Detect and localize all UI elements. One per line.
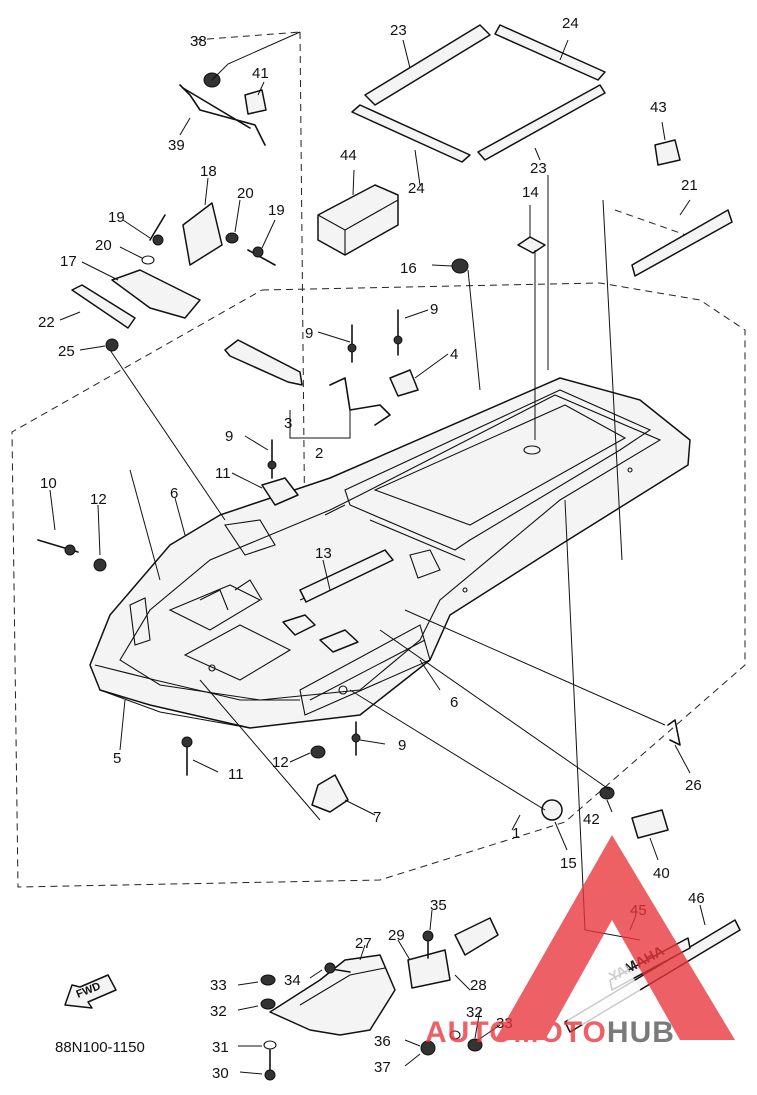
callout-44: 44 bbox=[340, 147, 357, 164]
callout-21: 21 bbox=[681, 177, 698, 194]
callout-3: 3 bbox=[284, 415, 292, 432]
callout-43: 43 bbox=[650, 99, 667, 116]
callout-36: 36 bbox=[374, 1033, 391, 1050]
callout-39: 39 bbox=[168, 137, 185, 154]
callout-9c: 9 bbox=[225, 428, 233, 445]
callout-2: 2 bbox=[315, 445, 323, 462]
drawing-code: 88N100-1150 bbox=[55, 1039, 145, 1056]
callout-30: 30 bbox=[212, 1065, 229, 1082]
callout-24a: 24 bbox=[562, 15, 579, 32]
callout-38: 38 bbox=[190, 33, 207, 50]
callout-15: 15 bbox=[560, 855, 577, 872]
watermark-text-moto: MOTO bbox=[513, 1016, 606, 1049]
watermark-text: AUTOMOTOHUB bbox=[425, 1016, 675, 1049]
callout-6b: 6 bbox=[450, 694, 458, 711]
callout-8: 11 bbox=[215, 465, 231, 482]
bracket-assembly bbox=[260, 917, 499, 1081]
callout-19b: 19 bbox=[108, 209, 125, 226]
callout-9a: 9 bbox=[305, 325, 313, 342]
tool-bag bbox=[317, 184, 399, 256]
small-parts bbox=[37, 72, 733, 839]
callout-35: 35 bbox=[430, 897, 447, 914]
callout-29: 29 bbox=[388, 927, 405, 944]
callout-28: 28 bbox=[470, 977, 487, 994]
callout-17: 17 bbox=[60, 253, 77, 270]
callout-46: 46 bbox=[688, 890, 705, 907]
callout-labels: 38 41 39 18 20 19 19 20 17 22 25 23 24 2… bbox=[38, 15, 705, 1082]
callout-26: 26 bbox=[685, 777, 702, 794]
callout-12b: 12 bbox=[272, 754, 289, 771]
callout-31: 31 bbox=[212, 1039, 229, 1056]
callout-7: 7 bbox=[373, 809, 381, 826]
callout-32b: 32 bbox=[466, 1004, 483, 1021]
seat-pads bbox=[351, 24, 606, 163]
callout-32a: 32 bbox=[210, 1003, 227, 1020]
callout-27: 27 bbox=[355, 935, 372, 952]
callout-20a: 20 bbox=[237, 185, 254, 202]
watermark-text-auto: AUTO bbox=[425, 1016, 513, 1049]
callout-9d: 9 bbox=[398, 737, 406, 754]
callout-4: 4 bbox=[450, 346, 458, 363]
callout-37: 37 bbox=[374, 1059, 391, 1076]
leader-lines bbox=[49, 31, 706, 1075]
callout-41: 40 bbox=[653, 865, 670, 882]
callout-18: 18 bbox=[200, 163, 217, 180]
watermark: AUTOMOTOHUB bbox=[425, 835, 735, 1049]
hull-assembly bbox=[89, 377, 691, 729]
callout-13: 13 bbox=[315, 545, 332, 562]
callout-19a: 19 bbox=[268, 202, 285, 219]
callout-1: 1 bbox=[512, 825, 520, 842]
callout-33a: 33 bbox=[210, 977, 227, 994]
callout-42: 42 bbox=[583, 811, 600, 828]
callout-20b: 20 bbox=[95, 237, 112, 254]
callout-12a: 12 bbox=[90, 491, 107, 508]
callout-10: 10 bbox=[40, 475, 57, 492]
callout-11: 11 bbox=[228, 766, 244, 783]
callout-5: 5 bbox=[113, 750, 121, 767]
callout-24b: 24 bbox=[408, 180, 425, 197]
callout-40: 41 bbox=[252, 65, 269, 82]
fwd-arrow: FWD bbox=[64, 974, 117, 1009]
callout-25: 25 bbox=[58, 343, 75, 360]
callout-23b: 23 bbox=[530, 160, 547, 177]
callout-16: 16 bbox=[400, 260, 417, 277]
callout-22: 22 bbox=[38, 314, 55, 331]
callout-14: 14 bbox=[522, 184, 539, 201]
callout-9b: 9 bbox=[430, 301, 438, 318]
watermark-text-hub: HUB bbox=[607, 1016, 675, 1049]
callout-6a: 6 bbox=[170, 485, 178, 502]
callout-23a: 23 bbox=[390, 22, 407, 39]
watermark-triangle-logo bbox=[495, 835, 735, 1040]
callout-34: 34 bbox=[284, 972, 301, 989]
